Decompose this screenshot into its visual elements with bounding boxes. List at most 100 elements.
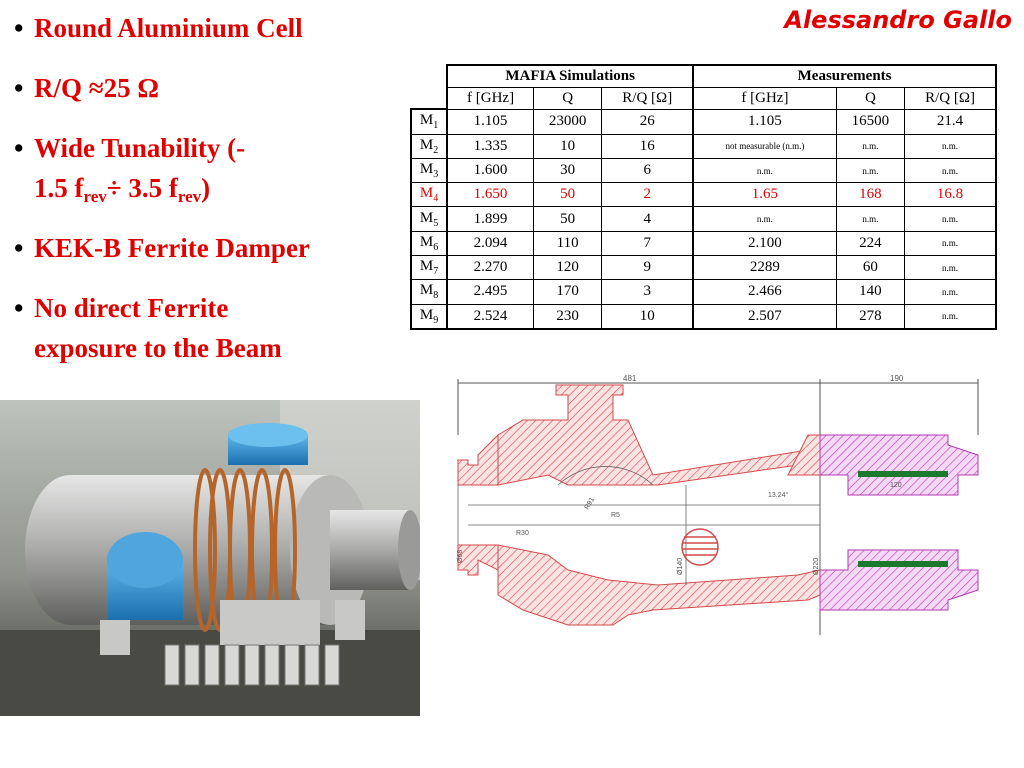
meas-q: n.m. bbox=[835, 133, 906, 159]
meas-rq: n.m. bbox=[904, 254, 998, 281]
approx-symbol: ≈ bbox=[88, 73, 104, 103]
header-mafia-simulations: MAFIA Simulations bbox=[446, 63, 695, 88]
dimension-d220: Ø220 bbox=[813, 558, 820, 575]
sim-rq: 16 bbox=[601, 133, 695, 159]
dimension-r30: R30 bbox=[516, 530, 529, 537]
sim-rq: 6 bbox=[601, 157, 695, 184]
bullet-text: Round Aluminium Cell bbox=[34, 13, 303, 43]
bullet-tunability: • Wide Tunability (- 1.5 frev÷ 3.5 frev) bbox=[10, 128, 395, 208]
mode-label: M4 bbox=[409, 182, 448, 208]
meas-frequency: 2289 bbox=[692, 254, 837, 281]
meas-frequency: 2.507 bbox=[692, 303, 837, 330]
dimension-120: 120 bbox=[890, 482, 902, 489]
meas-q: n.m. bbox=[835, 206, 906, 232]
cavity-photo bbox=[0, 400, 420, 716]
dimension-d140: Ø140 bbox=[677, 558, 684, 575]
mode-index: 6 bbox=[433, 241, 439, 253]
bullet-dot: • bbox=[14, 293, 24, 323]
sim-frequency: 2.094 bbox=[446, 230, 534, 257]
mode-label: M9 bbox=[409, 303, 448, 330]
sim-q: 30 bbox=[532, 157, 603, 184]
meas-rq: n.m. bbox=[904, 206, 998, 232]
bullet-text: exposure to the Beam bbox=[34, 333, 282, 363]
meas-q: 278 bbox=[835, 303, 906, 330]
bullet-dot: • bbox=[14, 133, 24, 163]
meas-q: 168 bbox=[835, 182, 906, 208]
mode-index: 8 bbox=[433, 290, 439, 302]
bullet-dot: • bbox=[14, 73, 24, 103]
sim-rq: 10 bbox=[601, 303, 695, 330]
bullet-text-close: ) bbox=[201, 173, 211, 203]
mode-index: 7 bbox=[433, 266, 439, 278]
sim-frequency: 1.650 bbox=[446, 182, 534, 208]
mode-letter: M bbox=[419, 161, 434, 178]
col-sim-rq: R/Q [Ω] bbox=[601, 86, 695, 110]
col-sim-q: Q bbox=[532, 86, 603, 110]
dimension-481: 481 bbox=[623, 375, 637, 383]
mode-letter: M bbox=[419, 306, 434, 323]
sim-rq: 2 bbox=[601, 182, 695, 208]
bullet-text: KEK-B Ferrite Damper bbox=[34, 233, 310, 263]
subscript-rev: rev bbox=[83, 187, 107, 206]
sim-frequency: 2.495 bbox=[446, 279, 534, 305]
bullet-rq: • R/Q ≈25 Ω bbox=[10, 68, 395, 108]
sim-frequency: 1.600 bbox=[446, 157, 534, 184]
col-sim-f: f [GHz] bbox=[446, 86, 534, 110]
mode-letter: M bbox=[419, 282, 434, 299]
meas-rq: n.m. bbox=[904, 279, 998, 305]
col-meas-f: f [GHz] bbox=[692, 86, 837, 110]
mode-letter: M bbox=[419, 233, 434, 250]
dimension-r5: R5 bbox=[611, 512, 620, 519]
meas-rq: n.m. bbox=[904, 157, 998, 184]
bullet-kekb: • KEK-B Ferrite Damper bbox=[10, 228, 395, 268]
meas-frequency: not measurable (n.m.) bbox=[692, 133, 837, 159]
sim-q: 10 bbox=[532, 133, 603, 159]
bullet-text: No direct Ferrite bbox=[34, 293, 229, 323]
dimension-angle: 13.24° bbox=[768, 491, 789, 499]
mode-index: 5 bbox=[433, 217, 439, 229]
meas-q: 140 bbox=[835, 279, 906, 305]
col-meas-q: Q bbox=[835, 86, 906, 110]
sim-q: 170 bbox=[532, 279, 603, 305]
sim-q: 50 bbox=[532, 206, 603, 232]
bullet-dot: • bbox=[14, 13, 24, 43]
sim-q: 230 bbox=[532, 303, 603, 330]
bullet-round-cell: • Round Aluminium Cell bbox=[10, 8, 395, 48]
sim-rq: 7 bbox=[601, 230, 695, 257]
sim-q: 23000 bbox=[532, 108, 603, 135]
bullet-ferrite: • No direct Ferrite exposure to the Beam bbox=[10, 288, 395, 368]
bullet-dot: • bbox=[14, 233, 24, 263]
meas-rq: n.m. bbox=[904, 230, 998, 257]
mode-index: 1 bbox=[433, 120, 439, 132]
mode-label: M6 bbox=[409, 230, 448, 257]
sim-q: 120 bbox=[532, 254, 603, 281]
subscript-rev: rev bbox=[177, 187, 202, 206]
mode-index: 2 bbox=[433, 144, 439, 156]
meas-frequency: 2.100 bbox=[692, 230, 837, 257]
author-name: Alessandro Gallo bbox=[784, 6, 1012, 34]
mode-index: 3 bbox=[433, 169, 439, 181]
bullet-list: • Round Aluminium Cell • R/Q ≈25 Ω • Wid… bbox=[10, 8, 395, 388]
mode-index: 4 bbox=[433, 193, 439, 205]
col-meas-rq: R/Q [Ω] bbox=[904, 86, 998, 110]
mode-letter: M bbox=[419, 209, 434, 226]
mode-letter: M bbox=[419, 258, 434, 275]
sim-q: 110 bbox=[532, 230, 603, 257]
meas-frequency: n.m. bbox=[692, 157, 837, 184]
mode-label: M7 bbox=[409, 254, 448, 281]
meas-q: 60 bbox=[835, 254, 906, 281]
cavity-drawing: 481 190 120 13.24° R30 R5 R91 Ø68 Ø140 Ø… bbox=[457, 375, 979, 635]
bullet-text: R/Q bbox=[34, 73, 89, 103]
mode-label: M3 bbox=[409, 157, 448, 184]
bullet-text-range-start: 1.5 f bbox=[34, 173, 84, 203]
mode-label: M2 bbox=[409, 133, 448, 159]
mode-index: 9 bbox=[433, 314, 439, 326]
header-measurements: Measurements bbox=[692, 63, 997, 88]
meas-frequency: 1.105 bbox=[692, 108, 837, 135]
